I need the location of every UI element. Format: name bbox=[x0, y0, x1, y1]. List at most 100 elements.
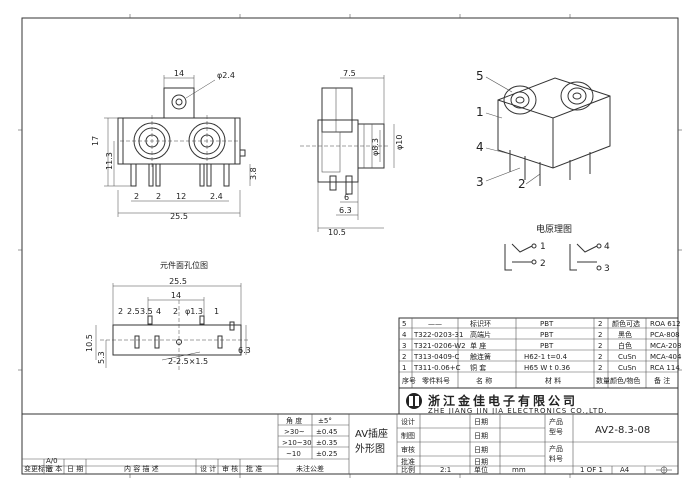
svg-text:日期: 日期 bbox=[474, 432, 488, 440]
svg-text:设 计: 设 计 bbox=[200, 464, 216, 473]
dim-height-17: 17 bbox=[91, 136, 100, 146]
bom-table: 5 —— 标识环 PBT 2 颜色可选 ROA 612 4 T322-0203-… bbox=[398, 317, 682, 389]
pcb-w-25-5: 25.5 bbox=[169, 277, 187, 286]
svg-text:内 容 描 述: 内 容 描 述 bbox=[124, 464, 159, 473]
svg-text:数量: 数量 bbox=[596, 376, 610, 385]
company-logo bbox=[406, 393, 422, 409]
svg-text:2: 2 bbox=[598, 342, 602, 350]
svg-text:CuSn: CuSn bbox=[618, 364, 636, 372]
schematic-title: 电原理图 bbox=[536, 223, 572, 235]
callout-3: 3 bbox=[476, 175, 484, 189]
pcb-dim-phi: φ1.3 bbox=[185, 307, 203, 316]
svg-text:PBT: PBT bbox=[540, 331, 554, 339]
svg-text:备 注: 备 注 bbox=[654, 376, 670, 385]
product-name-line1: AV插座 bbox=[355, 427, 388, 440]
schematic: 电原理图 1 2 4 3 bbox=[504, 223, 610, 274]
svg-text:制图: 制图 bbox=[401, 431, 415, 440]
callout-5: 5 bbox=[476, 69, 484, 83]
svg-text:H65 W t 0.36: H65 W t 0.36 bbox=[524, 364, 571, 372]
svg-text:审核: 审核 bbox=[401, 445, 415, 454]
svg-text:1 OF 1: 1 OF 1 bbox=[580, 466, 603, 474]
svg-text:5: 5 bbox=[402, 320, 406, 328]
pcb-w-14: 14 bbox=[171, 291, 181, 300]
pcb-dim-2b: 2 bbox=[173, 307, 178, 316]
pcb-dim-2: 2 bbox=[118, 307, 123, 316]
svg-text:批 准: 批 准 bbox=[246, 464, 262, 473]
svg-text:~10: ~10 bbox=[286, 450, 301, 458]
iso-view: 5 1 4 3 2 bbox=[476, 69, 611, 191]
svg-text:PCA-808: PCA-808 bbox=[650, 331, 680, 339]
svg-text:单 座: 单 座 bbox=[470, 341, 486, 350]
svg-text:角 度: 角 度 bbox=[286, 416, 302, 425]
schematic-pin-1: 1 bbox=[540, 242, 546, 252]
svg-text:零件料号: 零件料号 bbox=[422, 376, 450, 385]
svg-text:MCA-404: MCA-404 bbox=[650, 353, 682, 361]
svg-text:2: 2 bbox=[598, 364, 602, 372]
pcb-left-h: 10.5 bbox=[85, 334, 94, 352]
svg-text:产品: 产品 bbox=[549, 444, 563, 453]
svg-text:颜色/物色: 颜色/物色 bbox=[610, 376, 640, 385]
svg-text:触连簧: 触连簧 bbox=[470, 352, 491, 361]
front-pins bbox=[130, 163, 230, 187]
schematic-pin-4: 4 bbox=[604, 242, 610, 252]
svg-text:日期: 日期 bbox=[474, 458, 488, 466]
svg-text:PBT: PBT bbox=[540, 320, 554, 328]
pcb-layout: 元件面孔位图 25.5 14 2 2.5 3.5 4 2 φ1.3 1 10.5… bbox=[85, 260, 251, 370]
svg-text:±0.25: ±0.25 bbox=[316, 450, 337, 458]
svg-text:变更标记: 变更标记 bbox=[24, 464, 52, 473]
svg-text:单位: 单位 bbox=[474, 465, 488, 474]
dim-width-top: 14 bbox=[174, 69, 184, 78]
svg-text:日 期: 日 期 bbox=[67, 465, 83, 473]
pcb-right-h: 6.3 bbox=[238, 346, 251, 355]
svg-text:CuSn: CuSn bbox=[618, 353, 636, 361]
svg-text:审 核: 审 核 bbox=[222, 464, 238, 473]
pcb-dim-1: 1 bbox=[214, 307, 219, 316]
svg-text:白色: 白色 bbox=[618, 341, 632, 350]
svg-text:名 称: 名 称 bbox=[476, 376, 492, 385]
svg-text:mm: mm bbox=[512, 466, 526, 474]
callout-4: 4 bbox=[476, 140, 484, 154]
svg-text:——: —— bbox=[428, 320, 442, 328]
svg-text:>10~30: >10~30 bbox=[282, 439, 312, 447]
svg-text:序号: 序号 bbox=[402, 376, 416, 385]
company-bar: 浙江金佳电子有限公司 ZHE JIANG JIN JIA ELECTRONICS… bbox=[398, 387, 679, 415]
svg-text:H62-1 t=0.4: H62-1 t=0.4 bbox=[524, 353, 568, 361]
svg-text:>30~: >30~ bbox=[284, 428, 305, 436]
dim-height-11-3: 11.3 bbox=[105, 152, 114, 170]
svg-text:产品: 产品 bbox=[549, 417, 563, 426]
svg-text:2: 2 bbox=[598, 353, 602, 361]
svg-text:2: 2 bbox=[598, 331, 602, 339]
pcb-dim-4: 4 bbox=[156, 307, 161, 316]
product-name-line2: 外形图 bbox=[355, 443, 385, 455]
pcb-left-h2: 5.3 bbox=[97, 351, 106, 364]
title-block: 角 度 ±5° >30~ ±0.45 >10~30 ±0.35 ~10 ±0.2… bbox=[21, 413, 679, 475]
dim-top: 7.5 bbox=[343, 69, 356, 78]
dim-pitch-left: 2 bbox=[134, 192, 139, 201]
svg-text:颜色可选: 颜色可选 bbox=[612, 319, 640, 328]
svg-text:2: 2 bbox=[402, 353, 406, 361]
svg-text:高端片: 高端片 bbox=[470, 330, 491, 339]
pcb-bottom: 2-2.5×1.5 bbox=[168, 357, 208, 366]
svg-text:日期: 日期 bbox=[474, 418, 488, 426]
svg-text:黑色: 黑色 bbox=[618, 330, 632, 339]
dim-pin-len: 3.8 bbox=[249, 167, 258, 180]
svg-text:日期: 日期 bbox=[474, 446, 488, 454]
dim-pitch-mid2: 12 bbox=[176, 192, 186, 201]
frame-ticks bbox=[18, 14, 682, 478]
callout-1: 1 bbox=[476, 105, 484, 119]
svg-text:批准: 批准 bbox=[401, 457, 415, 466]
svg-text:T321-0206-W2: T321-0206-W2 bbox=[413, 342, 466, 350]
revision-version: A/0 bbox=[46, 457, 58, 465]
svg-text:ROA 612: ROA 612 bbox=[650, 320, 681, 328]
dim-total-width: 25.5 bbox=[170, 212, 188, 221]
svg-text:型号: 型号 bbox=[549, 427, 563, 436]
company-name-en: ZHE JIANG JIN JIA ELECTRONICS CO.,LTD. bbox=[428, 407, 608, 415]
drawing-number: AV2-8.3-08 bbox=[595, 425, 650, 436]
side-view: 7.5 φ10 φ8.3 6 6.3 10.5 bbox=[300, 69, 404, 237]
tolerance-footer: 未注公差 bbox=[296, 464, 324, 473]
dim-pitch-mid: 2 bbox=[156, 192, 161, 201]
dim-dia-10: φ10 bbox=[395, 135, 404, 150]
svg-text:版 本: 版 本 bbox=[46, 464, 62, 473]
